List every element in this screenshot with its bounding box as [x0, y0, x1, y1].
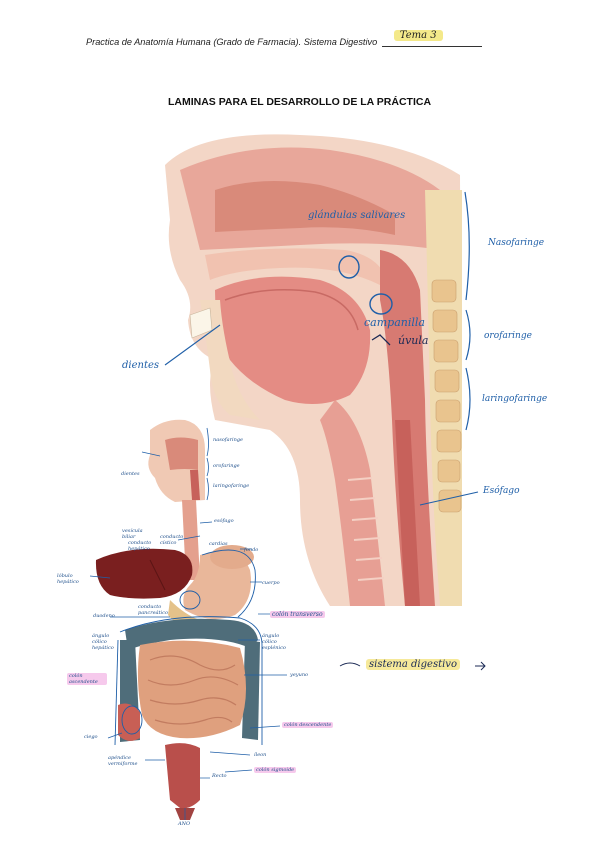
nasal-turbinates: [215, 181, 395, 235]
label-glandulas: glándulas salivares: [308, 210, 406, 221]
label-conducto-hepatico: conducto hepático: [128, 540, 152, 552]
palate: [205, 248, 385, 285]
label-colon-transverso: colón transverso: [270, 611, 325, 618]
tongue: [215, 276, 371, 404]
label-recto: Recto: [212, 773, 227, 779]
label-small-dientes: dientes: [121, 471, 140, 477]
label-uvula: úvula: [398, 334, 429, 347]
label-conducto-cistico: conducto cístico: [160, 534, 184, 546]
label-ileon: íleon: [254, 752, 267, 758]
label-esofago: Esófago: [483, 486, 520, 496]
esophagus: [395, 420, 420, 606]
label-cardias: cardias: [209, 541, 228, 547]
label-fondo: fondo: [244, 547, 259, 553]
campanilla-circle: [369, 293, 393, 315]
bracket-nasofaringe: [464, 191, 470, 301]
label-ano: ANO: [178, 821, 191, 827]
tema-label: Tema 3: [393, 30, 443, 41]
label-yeyuno: yeyuno: [290, 672, 309, 678]
label-conducto-pancreatico: conducto pancreático: [138, 604, 168, 616]
descending-colon: [242, 640, 260, 740]
course-text: Practica de Anatomía Humana (Grado de Fa…: [86, 37, 378, 47]
label-dientes: dientes: [122, 360, 160, 371]
label-angulo-colico-hepatico: ángulo cólico hepático: [92, 633, 114, 651]
label-campanilla: campanilla: [364, 316, 425, 329]
bracket-laringofaringe: [465, 367, 471, 431]
rectum: [165, 743, 200, 809]
label-orofaringe: orofaringe: [484, 331, 532, 341]
label-ciego: ciego: [84, 734, 98, 740]
label-duodeno: duodeno: [93, 613, 115, 619]
mandible: [200, 300, 260, 420]
label-nasofaringe: Nasofaringe: [488, 238, 545, 248]
label-small-esofago: esófago: [214, 518, 234, 524]
cecum: [118, 703, 140, 741]
tema-line: Tema 3: [381, 30, 482, 47]
label-colon-ascendente: colón ascendente: [67, 673, 107, 685]
label-laringofaringe: laringofaringe: [482, 394, 548, 404]
side-note-sistema-digestivo: sistema digestivo: [366, 659, 460, 670]
label-apendice: apéndice vermiforme: [108, 755, 138, 767]
label-colon-descendente: colón descendente: [282, 722, 334, 728]
label-estomago: cuerpo: [262, 580, 280, 586]
label-vesicula: vesícula biliar: [122, 528, 143, 540]
transverse-colon: [125, 618, 258, 650]
teeth: [189, 307, 213, 339]
label-angulo-colico-esplenico: ángulo cólico esplénico: [262, 633, 286, 651]
document-header: Practica de Anatomía Humana (Grado de Fa…: [86, 30, 526, 47]
page-title: LAMINAS PARA EL DESARROLLO DE LA PRÁCTIC…: [167, 96, 432, 108]
label-small-nasofaringe: nasofaringe: [213, 437, 243, 443]
label-small-orofaringe: orofaringe: [213, 463, 240, 469]
small-intestine: [137, 640, 246, 739]
bracket-orofaringe: [465, 309, 471, 361]
trachea: [320, 400, 385, 606]
label-lobulo-hepatico: lóbulo hepático: [57, 573, 79, 585]
glandulas-circle: [338, 255, 360, 279]
label-colon-sigmoide: colón sigmoide: [254, 767, 297, 773]
liver: [95, 548, 193, 599]
label-small-laringofaringe: laringofaringe: [213, 483, 250, 489]
